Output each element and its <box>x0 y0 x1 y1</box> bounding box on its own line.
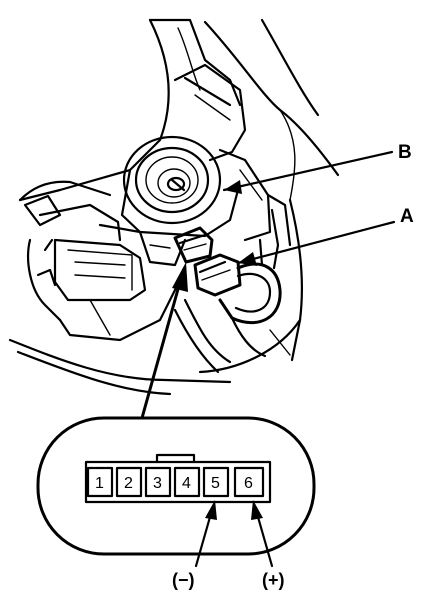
connector-a-harness <box>193 208 282 358</box>
callout-b: B <box>222 142 412 194</box>
pin-3-label: 3 <box>153 475 162 492</box>
detail-pointer-arrow <box>140 262 188 420</box>
pin-1-label: 1 <box>95 475 104 492</box>
pin-6-label: 6 <box>244 475 253 492</box>
negative-terminal-pointer <box>194 500 217 568</box>
connector-b-housing <box>173 226 214 264</box>
pin-2-label: 2 <box>124 475 133 492</box>
steering-column-assembly <box>8 18 340 396</box>
callout-b-label: B <box>398 142 412 163</box>
connector-pin-labels: 1 2 3 4 5 6 <box>95 475 253 492</box>
pin-4-label: 4 <box>182 475 191 492</box>
callout-a: A <box>236 206 414 266</box>
connector-detail-view: 1 2 3 4 5 6 <box>36 416 316 568</box>
positive-terminal-pointer <box>251 500 274 568</box>
callout-a-label: A <box>400 206 414 227</box>
key-cylinder <box>120 135 240 238</box>
positive-terminal-label: (+) <box>262 570 285 590</box>
negative-terminal-label: (−) <box>172 570 195 590</box>
pin-5-label: 5 <box>211 475 220 492</box>
connector-face <box>84 453 272 504</box>
